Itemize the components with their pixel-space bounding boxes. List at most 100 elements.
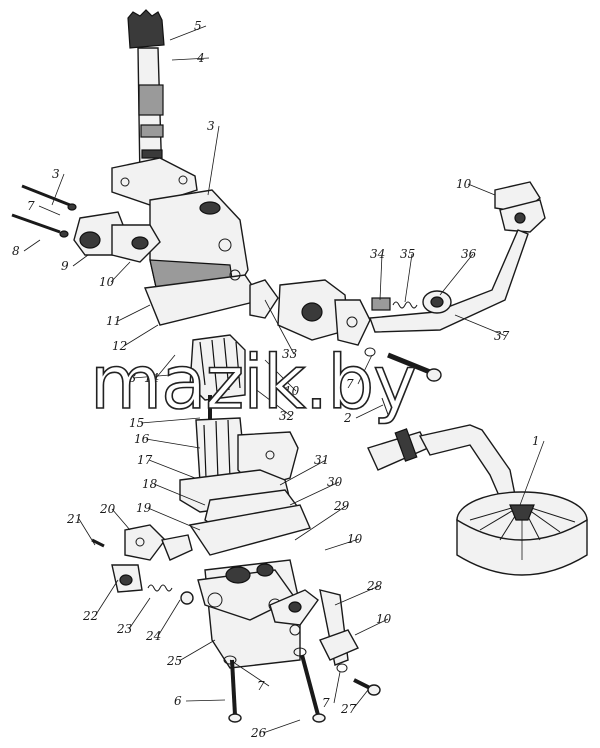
callout-label-c14: 14 (144, 371, 159, 385)
callout-label-c1: 1 (532, 434, 540, 448)
callout-label-c26: 26 (250, 726, 267, 740)
callout-label-c35: 35 (400, 247, 415, 261)
callout-label-c5: 5 (194, 19, 202, 33)
callout-leader-c12 (123, 324, 159, 347)
callout-leader-c4 (171, 57, 210, 61)
pump-upper-body (111, 157, 264, 326)
callout-leader-c7b (229, 659, 270, 687)
callout-label-c9: 9 (61, 259, 69, 273)
callout-label-c3b: 3 (52, 167, 60, 181)
callout-leader-c8 (23, 239, 41, 252)
callout-leader-c34 (379, 253, 383, 301)
callout-leader-c35 (404, 253, 413, 303)
watermark-text: mazik.by (90, 340, 416, 426)
callout-label-c22: 22 (82, 609, 98, 623)
callout-leader-c10a (110, 261, 131, 283)
pump-gears (189, 334, 247, 483)
callout-leader-c7c (333, 671, 341, 704)
callout-leader-c26 (262, 719, 301, 734)
callout-label-c8: 8 (12, 244, 20, 258)
callout-leader-c5 (169, 25, 207, 41)
callout-leader-c17 (148, 459, 196, 479)
bottom-bolts (223, 589, 381, 723)
callout-leader-c36 (439, 253, 474, 296)
callout-label-c31: 31 (314, 453, 329, 467)
callout-leader-c21 (78, 518, 96, 546)
callout-label-c36: 36 (461, 247, 477, 261)
callout-label-c30: 30 (327, 475, 343, 489)
callout-label-c13: 13 (121, 371, 137, 385)
callout-leader-c18 (153, 483, 206, 506)
side-bolt (364, 347, 442, 421)
callout-leader-c14 (155, 354, 176, 379)
callout-label-c19: 19 (136, 501, 152, 515)
callout-leader-c23 (128, 597, 151, 630)
callout-leader-c7d (357, 354, 373, 385)
callout-leader-c28 (334, 585, 380, 606)
callout-leader-c24 (157, 599, 181, 637)
callout-label-c10c: 10 (347, 532, 363, 546)
callout-label-c4: 4 (196, 51, 205, 65)
callout-leader-c19 (147, 507, 201, 531)
callout-label-c29: 29 (333, 499, 350, 513)
callout-label-c16: 16 (134, 432, 150, 446)
callout-label-c18: 18 (142, 477, 158, 491)
left-elbow-fitting (11, 184, 161, 263)
callout-leader-c13 (132, 374, 171, 379)
callout-leader-c7a (38, 205, 61, 216)
callout-label-c24: 24 (145, 629, 161, 643)
callout-leader-c27 (352, 689, 369, 710)
callout-label-c23: 23 (116, 622, 133, 636)
callout-label-c34: 34 (370, 247, 385, 261)
callout-leader-c3b (51, 173, 65, 206)
pump-lower-body (197, 559, 319, 669)
middle-fitting (249, 279, 371, 346)
callout-leader-c15 (140, 417, 201, 424)
callout-label-c27: 27 (340, 702, 357, 716)
callout-label-c7a: 7 (27, 199, 35, 213)
callout-leader-c10c (324, 538, 360, 551)
oil-strainer (367, 424, 588, 576)
callout-label-c25: 25 (166, 654, 182, 668)
callout-label-c2: 2 (343, 411, 352, 425)
callout-leader-c22 (94, 579, 119, 617)
callout-leader-c29 (294, 505, 347, 541)
callout-leader-c1 (519, 440, 545, 506)
callout-label-c3: 3 (207, 119, 215, 133)
callout-leader-c2 (355, 404, 384, 419)
callout-label-c21: 21 (66, 512, 82, 526)
callout-label-c7c: 7 (322, 696, 330, 710)
callout-leader-c37 (454, 314, 507, 337)
callout-leader-c10d (354, 618, 389, 636)
callout-label-c11: 11 (106, 314, 121, 328)
callout-label-c10e: 10 (456, 177, 472, 191)
callout-leader-c10b (264, 359, 297, 392)
reducing-valve (91, 524, 194, 605)
callout-label-c20: 20 (99, 502, 116, 516)
callout-leader-c31 (279, 459, 327, 486)
callout-label-c37: 37 (494, 329, 510, 343)
callout-label-c15: 15 (129, 416, 144, 430)
callout-leader-c20 (111, 508, 131, 531)
pressure-pipe (369, 181, 546, 333)
callout-label-c7b: 7 (257, 679, 265, 693)
callout-leader-c11 (117, 304, 151, 322)
callout-label-c12: 12 (112, 339, 127, 353)
callout-label-c7d: 7 (346, 377, 354, 391)
callout-label-c28: 28 (366, 579, 383, 593)
callout-leader-c30 (289, 481, 340, 506)
callout-leader-c32 (249, 384, 292, 417)
callout-leader-c25 (178, 639, 216, 662)
callout-label-c32: 32 (279, 409, 294, 423)
callout-label-c10a: 10 (99, 275, 115, 289)
pump-plates (179, 431, 311, 556)
callout-leader-c10e (467, 183, 496, 196)
callout-label-c10b: 10 (284, 384, 300, 398)
callout-label-c6: 6 (174, 694, 182, 708)
callout-label-c33: 33 (282, 347, 298, 361)
callout-leader-c3 (207, 125, 220, 196)
callout-leader-c9 (72, 254, 89, 267)
callout-label-c10d: 10 (376, 612, 392, 626)
